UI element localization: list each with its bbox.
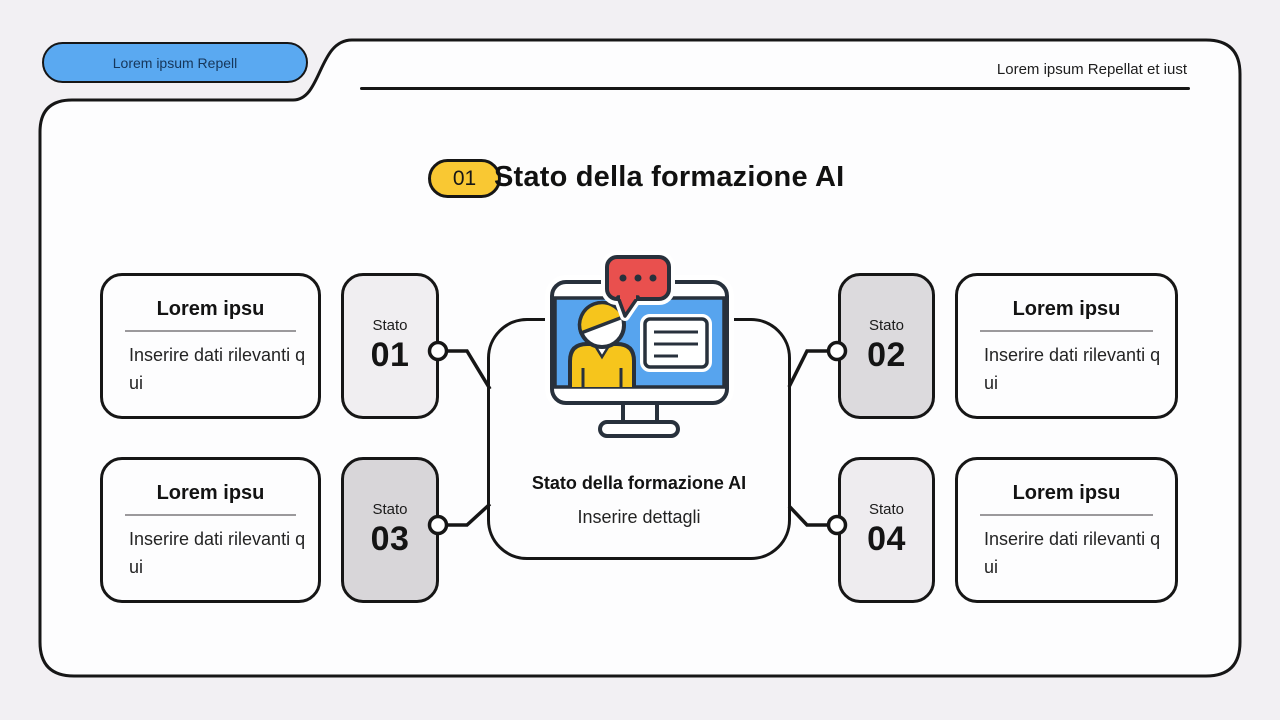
stato-card-label: Stato <box>372 317 408 334</box>
info-card-title: Lorem ipsu <box>1012 482 1121 504</box>
stato-card-number: 01 <box>370 336 410 374</box>
stato-card-label: Stato <box>868 501 905 518</box>
info-card-body: Inserire dati rilevanti q ui <box>103 341 318 397</box>
info-card-divider <box>125 514 296 516</box>
header-right-label: Lorem ipsum Repellat et iust <box>996 61 1187 78</box>
stato-card-number: 03 <box>370 520 410 558</box>
center-card-subtitle: Inserire dettagli <box>577 507 701 527</box>
info-card-body-line: Inserire dati rilevanti q <box>129 345 306 365</box>
info-card-bottom-right: Lorem ipsu Inserire dati rilevanti q ui <box>955 457 1178 603</box>
info-card-body-line: Inserire dati rilevanti q <box>984 345 1161 365</box>
section-title: Stato della formazione AI <box>494 161 845 193</box>
info-card-body: Inserire dati rilevanti q ui <box>103 525 318 581</box>
section-badge-label: 01 <box>452 166 477 190</box>
section-badge: 01 <box>428 159 501 198</box>
stato-card-label: Stato <box>372 501 408 518</box>
info-card-title: Lorem ipsu <box>1012 298 1121 320</box>
info-card-body-line: ui <box>129 373 144 393</box>
info-card-title: Lorem ipsu <box>156 298 265 320</box>
info-card-title: Lorem ipsu <box>156 482 265 504</box>
info-card-body-line: Inserire dati rilevanti q <box>129 529 306 549</box>
info-card-body-line: Inserire dati rilevanti q <box>984 529 1161 549</box>
center-card-title: Stato della formazione AI <box>531 473 747 493</box>
stato-card-number: 04 <box>867 520 906 558</box>
info-card-divider <box>980 514 1153 516</box>
info-card-divider <box>125 330 296 332</box>
info-card-body: Inserire dati rilevanti q ui <box>958 341 1175 397</box>
header-pill-label: Lorem ipsum Repell <box>112 54 238 71</box>
header-rule <box>360 87 1190 90</box>
stato-card-02: Stato 02 <box>838 273 935 419</box>
info-card-body-line: ui <box>984 373 999 393</box>
info-card-top-right: Lorem ipsu Inserire dati rilevanti q ui <box>955 273 1178 419</box>
info-card-top-left: Lorem ipsu Inserire dati rilevanti q ui <box>100 273 321 419</box>
stato-card-01: Stato 01 <box>341 273 439 419</box>
stato-card-number: 02 <box>867 336 906 374</box>
stato-card-label: Stato <box>868 317 905 334</box>
info-card-body-line: ui <box>129 557 144 577</box>
header-pill-button[interactable]: Lorem ipsum Repell <box>42 42 308 83</box>
info-card-bottom-left: Lorem ipsu Inserire dati rilevanti q ui <box>100 457 321 603</box>
info-card-body: Inserire dati rilevanti q ui <box>958 525 1175 581</box>
info-card-body-line: ui <box>984 557 999 577</box>
info-card-divider <box>980 330 1153 332</box>
stato-card-03: Stato 03 <box>341 457 439 603</box>
stato-card-04: Stato 04 <box>838 457 935 603</box>
center-card: Stato della formazione AI Inserire detta… <box>487 318 791 560</box>
